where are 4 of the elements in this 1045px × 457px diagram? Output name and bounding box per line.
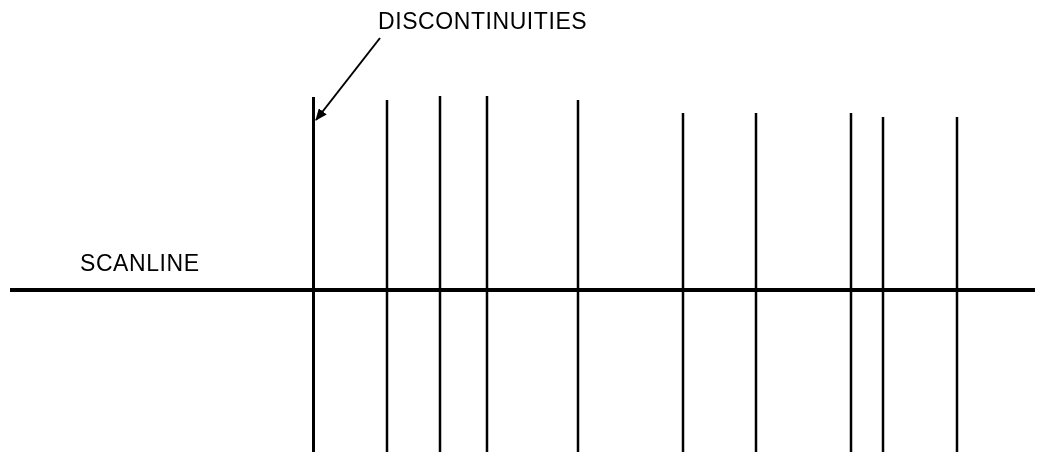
leader-arrow [315, 37, 381, 121]
callout-label: DISCONTINUITIES [378, 7, 588, 36]
scanline-label: SCANLINE [80, 249, 200, 278]
discontinuity-line [312, 97, 315, 452]
